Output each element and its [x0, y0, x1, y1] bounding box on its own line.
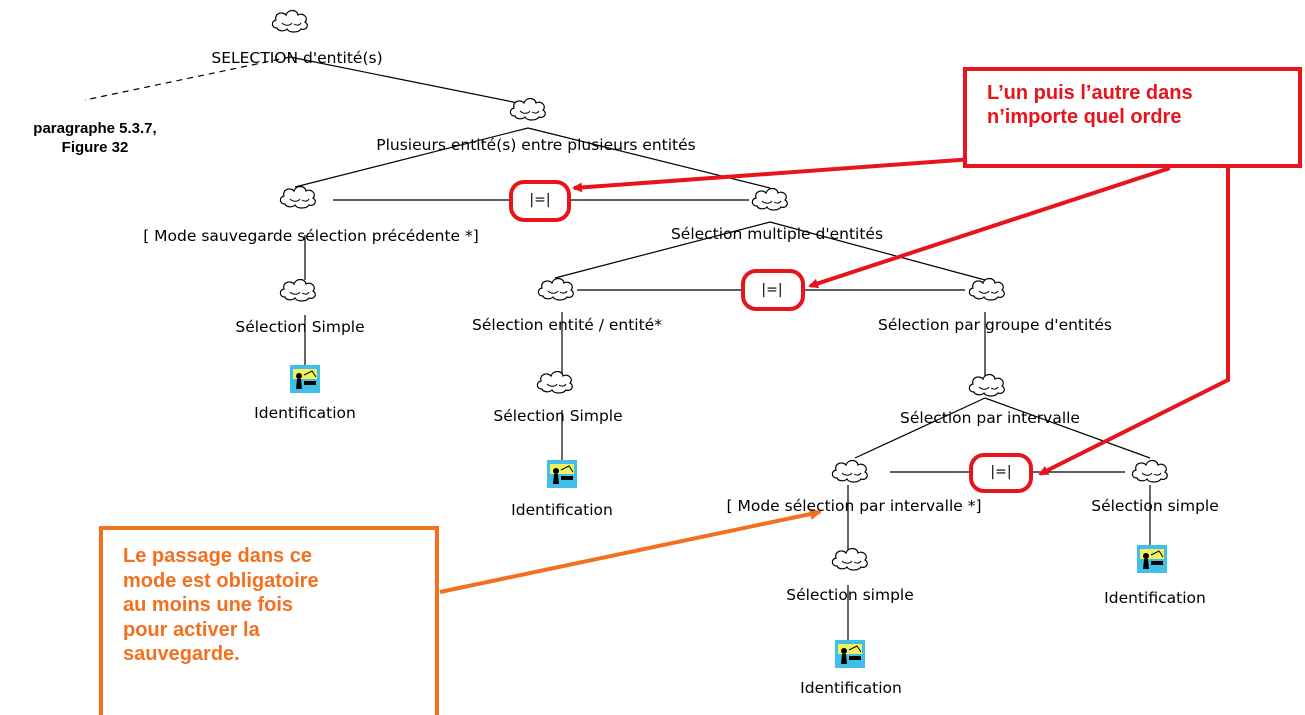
node-plusieurs: Plusieurs entité(s) entre plusieurs enti… [376, 136, 696, 154]
node-identification-mid: Identification [511, 501, 613, 519]
identification-icons [290, 365, 1167, 668]
person-at-desk-icon [835, 640, 865, 668]
callout-orange-line-3: au moins une fois [123, 594, 294, 616]
node-selection-entite: Sélection entité / entité* [472, 316, 662, 334]
reference-line-1: paragraphe 5.3.7, [33, 120, 157, 137]
callout-orange-line-1: Le passage dans ce [123, 545, 312, 567]
person-at-desk-icon [1137, 545, 1167, 573]
tree-edges [84, 56, 1151, 640]
person-at-desk-icon [290, 365, 320, 393]
node-selection-intervalle: Sélection par intervalle [900, 409, 1080, 427]
node-identification-right: Identification [1104, 589, 1206, 607]
red-arrows [572, 155, 1230, 476]
node-mode-sauvegarde: [ Mode sauvegarde sélection précédente *… [143, 227, 479, 245]
node-selection-simple-bottom: Sélection simple [786, 586, 914, 604]
node-selection-multiple: Sélection multiple d'entités [670, 225, 884, 243]
orange-arrow [439, 508, 822, 594]
operator-label: |=| [758, 282, 786, 298]
callout-red-line-2: n’importe quel ordre [987, 106, 1182, 128]
reference-line-2: Figure 32 [61, 139, 129, 156]
root-label: SELECTION d'entité(s) [211, 49, 383, 67]
person-at-desk-icon [547, 460, 577, 488]
node-identification-bottom: Identification [800, 679, 902, 697]
operator-highlights [509, 180, 1033, 493]
operator-label: |=| [526, 192, 554, 208]
callout-mandatory-mode: Le passage dans ce mode est obligatoire … [99, 526, 439, 715]
callout-orange-line-5: sauvegarde. [123, 643, 240, 665]
node-selection-simple-left: Sélection Simple [235, 318, 365, 336]
callout-red-line-1: L’un puis l’autre dans [987, 82, 1193, 104]
node-mode-selection-intervalle: [ Mode sélection par intervalle *] [726, 497, 982, 515]
operator-label: |=| [987, 464, 1015, 480]
node-selection-simple-mid: Sélection Simple [493, 407, 623, 425]
reference-note: paragraphe 5.3.7, Figure 32 [0, 119, 190, 157]
node-selection-simple-right: Sélection simple [1091, 497, 1219, 515]
callout-any-order: L’un puis l’autre dans n’importe quel or… [963, 67, 1302, 168]
node-identification-left: Identification [254, 404, 356, 422]
node-selection-groupe: Sélection par groupe d'entités [877, 316, 1113, 334]
callout-orange-line-4: pour activer la [123, 618, 260, 641]
callout-orange-line-2: mode est obligatoire [123, 569, 319, 592]
